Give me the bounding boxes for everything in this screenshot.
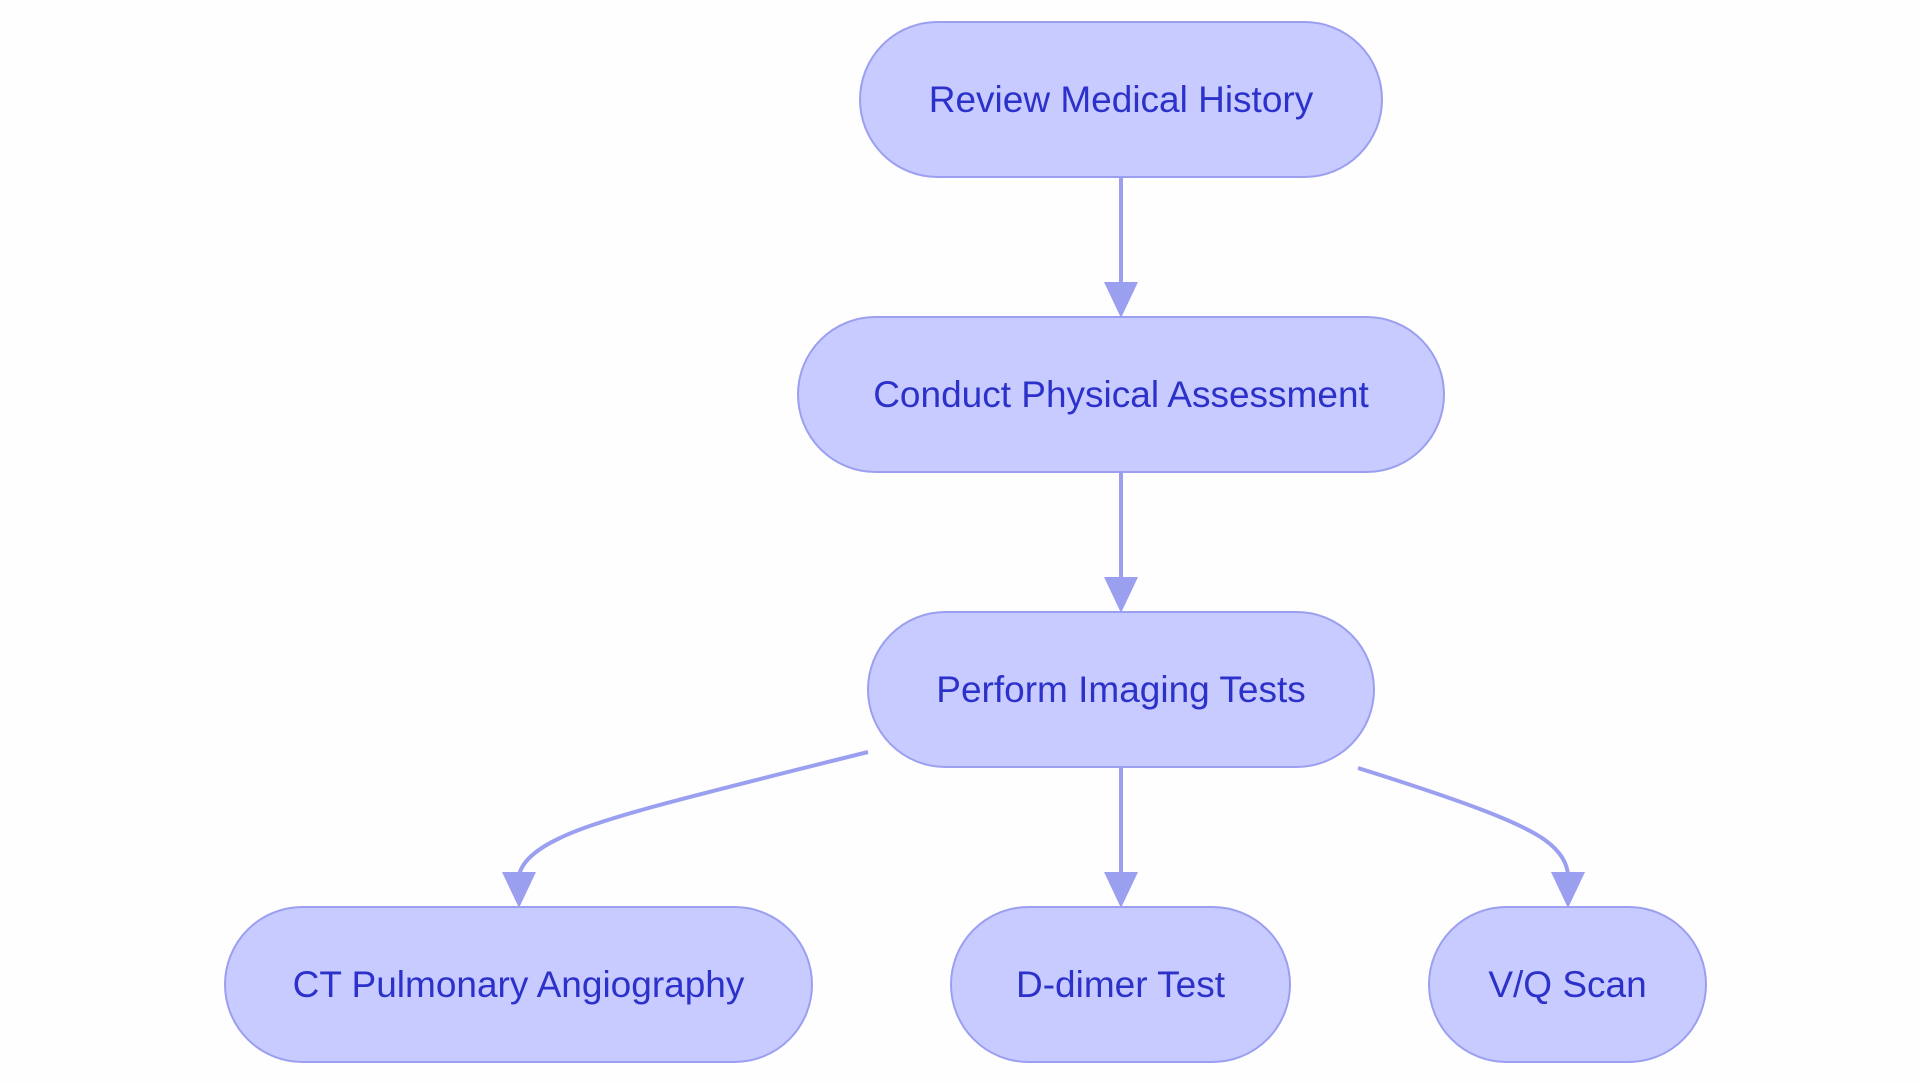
node-label: Review Medical History — [928, 78, 1314, 120]
node-label: CT Pulmonary Angiography — [292, 963, 745, 1005]
node-d-dimer-test: D-dimer Test — [950, 906, 1291, 1063]
arrowhead-icon — [1104, 577, 1138, 613]
node-label: Conduct Physical Assessment — [873, 373, 1369, 415]
arrowhead-icon — [1104, 872, 1138, 908]
node-label: V/Q Scan — [1488, 963, 1647, 1005]
node-perform-imaging-tests: Perform Imaging Tests — [867, 611, 1375, 768]
node-vq-scan: V/Q Scan — [1428, 906, 1707, 1063]
node-label: Perform Imaging Tests — [936, 668, 1306, 710]
node-ct-pulmonary-angiography: CT Pulmonary Angiography — [224, 906, 813, 1063]
node-review-medical-history: Review Medical History — [859, 21, 1383, 178]
arrowhead-icon — [502, 872, 536, 908]
arrowhead-icon — [1551, 872, 1585, 908]
arrowhead-icon — [1104, 282, 1138, 318]
edge-imaging-to-vq — [1357, 766, 1570, 878]
node-label: D-dimer Test — [1015, 963, 1226, 1005]
node-conduct-physical-assessment: Conduct Physical Assessment — [797, 316, 1445, 473]
edge-imaging-to-ct — [517, 750, 869, 878]
